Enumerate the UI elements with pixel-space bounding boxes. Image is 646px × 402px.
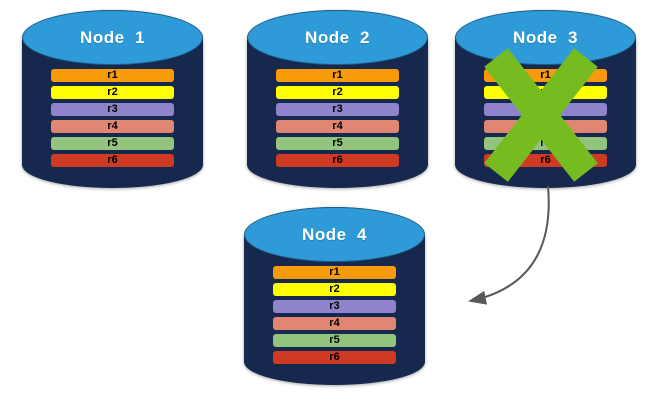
replica-bar[interactable]: r1 — [272, 265, 397, 279]
node-3[interactable]: Node 3 r1 r2 r3 r4 r5 r6 — [455, 10, 636, 188]
replica-bar[interactable]: r3 — [483, 102, 608, 116]
replica-bar[interactable]: r5 — [272, 333, 397, 347]
node-4-label: Node 4 — [302, 224, 367, 244]
replica-bar[interactable]: r6 — [483, 153, 608, 167]
node-2-replica-stack: r1 r2 r3 r4 r5 r6 — [275, 68, 400, 167]
node-3-replica-stack: r1 r2 r3 r4 r5 r6 — [483, 68, 608, 167]
node-2[interactable]: Node 2 r1 r2 r3 r4 r5 r6 — [247, 10, 428, 188]
node-2-label: Node 2 — [305, 27, 370, 47]
replica-bar[interactable]: r1 — [50, 68, 175, 82]
replica-bar[interactable]: r6 — [50, 153, 175, 167]
replica-bar[interactable]: r4 — [50, 119, 175, 133]
replica-bar[interactable]: r3 — [272, 299, 397, 313]
replica-bar[interactable]: r5 — [50, 136, 175, 150]
replica-bar[interactable]: r2 — [50, 85, 175, 99]
replica-bar[interactable]: r3 — [275, 102, 400, 116]
replica-bar[interactable]: r6 — [275, 153, 400, 167]
node-1[interactable]: Node 1 r1 r2 r3 r4 r5 r6 — [22, 10, 203, 188]
node-3-label: Node 3 — [513, 27, 578, 47]
replica-bar[interactable]: r4 — [275, 119, 400, 133]
replica-bar[interactable]: r1 — [275, 68, 400, 82]
replica-bar[interactable]: r4 — [272, 316, 397, 330]
node-1-label: Node 1 — [80, 27, 145, 47]
node-4-cylinder-top — [244, 207, 425, 263]
migration-arrow-path — [468, 185, 550, 305]
replica-bar[interactable]: r5 — [483, 136, 608, 150]
replica-bar[interactable]: r5 — [275, 136, 400, 150]
replica-bar[interactable]: r2 — [275, 85, 400, 99]
replica-bar[interactable]: r6 — [272, 350, 397, 364]
replica-bar[interactable]: r2 — [272, 282, 397, 296]
node-2-cylinder-top — [247, 10, 428, 66]
node-4-replica-stack: r1 r2 r3 r4 r5 r6 — [272, 265, 397, 364]
replica-bar[interactable]: r3 — [50, 102, 175, 116]
node-1-replica-stack: r1 r2 r3 r4 r5 r6 — [50, 68, 175, 167]
node-1-cylinder-top — [22, 10, 203, 66]
replica-bar[interactable]: r1 — [483, 68, 608, 82]
replica-bar[interactable]: r2 — [483, 85, 608, 99]
replica-bar[interactable]: r4 — [483, 119, 608, 133]
node-4[interactable]: Node 4 r1 r2 r3 r4 r5 r6 — [244, 207, 425, 385]
